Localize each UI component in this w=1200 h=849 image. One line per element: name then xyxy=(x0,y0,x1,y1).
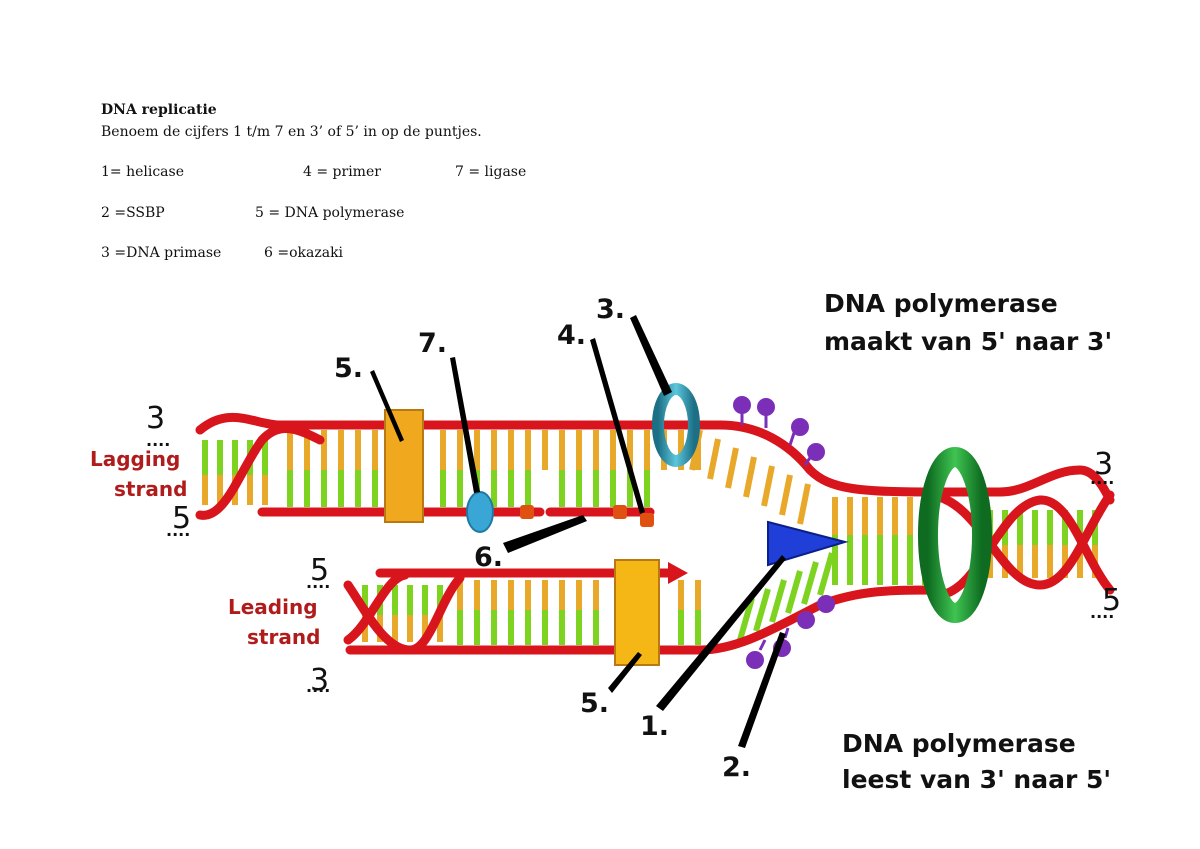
leading-helix-strand-b xyxy=(343,570,410,645)
legend-dna-polymerase: 5 = DNA polymerase xyxy=(255,205,405,221)
document-title: DNA replicatie xyxy=(101,102,217,118)
legend-helicase: 1= helicase xyxy=(101,164,185,180)
base-fork-top xyxy=(761,465,775,507)
handwritten-right-top: 3 xyxy=(1094,447,1113,482)
number-5-bottom: 5. xyxy=(580,688,609,719)
handwritten-leading-bottom: 3 xyxy=(310,663,329,698)
lagging-strand-label-1: Lagging xyxy=(90,447,180,471)
document-instruction: Benoem de cijfers 1 t/m 7 en 3’ of 5’ in… xyxy=(101,124,482,140)
base-fork-top xyxy=(707,438,721,480)
number-7: 7. xyxy=(418,328,447,359)
ssbp-group-top xyxy=(733,396,825,466)
legend-ligase: 7 = ligase xyxy=(455,164,527,180)
pointer-5-top xyxy=(370,370,404,442)
base-fork-bottom xyxy=(785,570,803,614)
base-fork-bottom xyxy=(801,561,819,605)
caption-top-line-1: DNA polymerase xyxy=(824,289,1058,318)
base-fork-bottom xyxy=(817,552,835,596)
lagging-strand-label-2: strand xyxy=(114,477,187,501)
number-2: 2. xyxy=(722,752,751,783)
lagging-helix-strand xyxy=(195,423,325,520)
primer-1 xyxy=(520,505,534,519)
base-pairs xyxy=(202,429,1098,645)
pointer-3 xyxy=(630,315,672,396)
sliding-clamp-ring xyxy=(918,447,992,623)
dna-ligase xyxy=(466,491,494,533)
pointer-6 xyxy=(503,515,587,553)
lagging-template-strand xyxy=(195,412,1115,505)
number-4: 4. xyxy=(557,320,586,351)
handwritten-lagging-bottom: 5 xyxy=(172,501,191,536)
pointer-5-bottom xyxy=(608,652,642,693)
dna-primase xyxy=(652,383,700,467)
legend-okazaki: 6 =okazaki xyxy=(264,245,344,261)
handwritten-lagging-top: 3 xyxy=(146,401,165,436)
pointer-lines xyxy=(370,315,786,748)
base-fork-top xyxy=(743,456,757,498)
legend-dna-primase: 3 =DNA primase xyxy=(101,245,222,261)
handwritten-leading-top: 5 xyxy=(310,553,329,588)
handwritten-right-bottom: 5 xyxy=(1102,583,1121,618)
dna-polymerase-leading xyxy=(614,559,660,666)
base-fork-top xyxy=(725,447,739,489)
legend-ssbp: 2 =SSBP xyxy=(101,205,165,221)
number-3: 3. xyxy=(596,294,625,325)
base-fork-bottom xyxy=(753,588,771,632)
leading-strand-label-2: strand xyxy=(247,625,320,649)
base-fork-top xyxy=(797,483,811,525)
base-fork-bottom xyxy=(737,597,755,641)
number-1: 1. xyxy=(640,711,669,742)
leading-strand-label-1: Leading xyxy=(228,595,318,619)
number-6: 6. xyxy=(474,542,503,573)
base-fork-bottom xyxy=(769,579,787,623)
dots-lagging-bottom: .... xyxy=(166,521,190,540)
legend-primer: 4 = primer xyxy=(303,164,381,180)
helicase xyxy=(767,520,849,567)
pointer-7 xyxy=(450,357,480,493)
dna-polymerase-lagging xyxy=(384,409,424,523)
base-fork-top xyxy=(779,474,793,516)
pointer-4 xyxy=(590,338,645,514)
caption-top-line-2: maakt van 5' naar 3' xyxy=(824,327,1112,356)
primer-3 xyxy=(640,513,654,527)
dots-right-top: .... xyxy=(1090,469,1114,488)
primer-2 xyxy=(613,505,627,519)
dots-leading-top: .... xyxy=(306,573,330,592)
pointer-1 xyxy=(656,555,786,711)
dots-leading-bottom: .... xyxy=(306,677,330,696)
leading-direction-arrow xyxy=(668,562,688,584)
dots-lagging-top: .... xyxy=(146,431,170,450)
ssbp-group-bottom xyxy=(746,595,835,669)
number-5-top: 5. xyxy=(334,353,363,384)
pointer-2 xyxy=(738,632,786,748)
caption-bottom-line-1: DNA polymerase xyxy=(842,729,1076,758)
dots-right-bottom: .... xyxy=(1090,603,1114,622)
parental-helix-strand-a xyxy=(925,490,1115,590)
leading-helix-strand xyxy=(343,573,465,655)
caption-bottom-line-2: leest van 3' naar 5' xyxy=(842,765,1111,794)
